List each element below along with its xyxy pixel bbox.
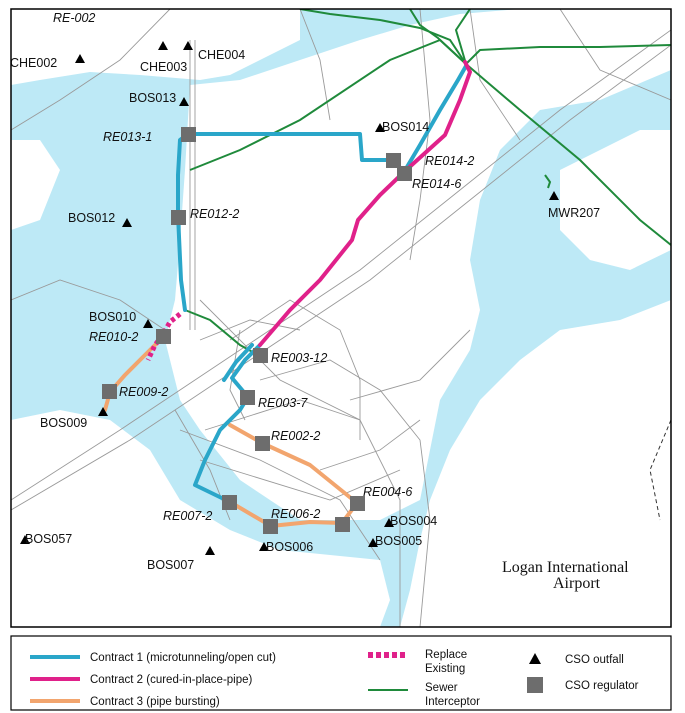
contract1-pipes xyxy=(176,64,468,504)
outfall-bos014[interactable] xyxy=(375,123,385,132)
label-bos013: BOS013 xyxy=(129,91,176,105)
outfall-bos012[interactable] xyxy=(122,218,132,227)
legend-sewer-label-2: Interceptor xyxy=(425,696,480,708)
regulator-re003-12[interactable] xyxy=(253,348,268,363)
legend-border xyxy=(10,635,672,711)
legend-contract3-label: Contract 3 (pipe bursting) xyxy=(90,696,220,708)
outfall-bos010[interactable] xyxy=(143,319,153,328)
outfall-che002[interactable] xyxy=(75,54,85,63)
label-re014-6: RE014-6 xyxy=(412,177,461,191)
label-che002: CHE002 xyxy=(10,56,57,70)
legend-contract2-label: Contract 2 (cured-in-place-pipe) xyxy=(90,674,253,686)
label-re009-2: RE009-2 xyxy=(119,385,168,399)
land-areas xyxy=(11,9,671,627)
airport-label-line2: Airport xyxy=(553,575,601,592)
label-bos004: BOS004 xyxy=(390,514,437,528)
cso-outfalls xyxy=(20,41,559,555)
label-bos009: BOS009 xyxy=(40,416,87,430)
regulator-re007-2[interactable] xyxy=(222,495,237,510)
label-bos005: BOS005 xyxy=(375,534,422,548)
label-mwr207: MWR207 xyxy=(548,206,600,220)
label-re006-2: RE006-2 xyxy=(271,507,320,521)
regulator-re012-2[interactable] xyxy=(171,210,186,225)
label-re012-2: RE012-2 xyxy=(190,207,239,221)
regulator-labels: RE-002 RE013-1 RE014-2 RE014-6 RE012-2 R… xyxy=(53,11,474,523)
regulator-re013-1[interactable] xyxy=(181,127,196,142)
label-bos006: BOS006 xyxy=(266,540,313,554)
regulator-re006-2b[interactable] xyxy=(335,517,350,532)
regulator-re004-6[interactable] xyxy=(350,496,365,511)
label-bos007: BOS007 xyxy=(147,558,194,572)
map-border xyxy=(10,8,672,628)
label-re-002: RE-002 xyxy=(53,11,95,25)
label-re013-1: RE013-1 xyxy=(103,130,152,144)
legend-replace-label-1: Replace xyxy=(425,649,467,661)
outfall-bos005[interactable] xyxy=(368,538,378,547)
label-bos012: BOS012 xyxy=(68,211,115,225)
label-re010-2: RE010-2 xyxy=(89,330,138,344)
outfall-bos004[interactable] xyxy=(384,518,394,527)
outfall-mwr207[interactable] xyxy=(549,191,559,200)
map-area: CHE002 CHE003 CHE004 BOS013 BOS014 BOS01… xyxy=(10,9,671,627)
legend-contract1-label: Contract 1 (microtunneling/open cut) xyxy=(90,652,276,664)
regulator-re014-2[interactable] xyxy=(386,153,401,168)
legend-regulator-icon xyxy=(527,677,543,693)
outfall-bos013[interactable] xyxy=(179,97,189,106)
label-re014-2: RE014-2 xyxy=(425,154,474,168)
legend-outfall-label: CSO outfall xyxy=(565,654,624,666)
regulator-re003-7[interactable] xyxy=(240,390,255,405)
regulator-re006-2[interactable] xyxy=(263,519,278,534)
label-re002-2: RE002-2 xyxy=(271,429,320,443)
regulator-re014-6[interactable] xyxy=(397,166,412,181)
outfall-bos009[interactable] xyxy=(98,407,108,416)
label-bos057: BOS057 xyxy=(25,532,72,546)
regulator-re009-2[interactable] xyxy=(102,384,117,399)
legend: Contract 1 (microtunneling/open cut) Con… xyxy=(10,635,672,711)
outfall-che003[interactable] xyxy=(158,41,168,50)
legend-sewer-label-1: Sewer xyxy=(425,682,458,694)
outfall-bos006[interactable] xyxy=(259,542,269,551)
label-re004-6: RE004-6 xyxy=(363,485,412,499)
legend-regulator-label: CSO regulator xyxy=(565,680,639,692)
legend-outfall-icon xyxy=(529,653,541,664)
outfall-che004[interactable] xyxy=(183,41,193,50)
cso-regulators xyxy=(102,127,412,534)
label-bos010: BOS010 xyxy=(89,310,136,324)
label-che003: CHE003 xyxy=(140,60,187,74)
outfall-bos007[interactable] xyxy=(205,546,215,555)
outfall-labels: CHE002 CHE003 CHE004 BOS013 BOS014 BOS01… xyxy=(10,48,600,572)
contract2-pipes xyxy=(258,60,472,347)
legend-replace-label-2: Existing xyxy=(425,663,465,675)
label-bos014: BOS014 xyxy=(382,120,429,134)
outfall-bos057[interactable] xyxy=(20,535,30,544)
regulator-re002-2[interactable] xyxy=(255,436,270,451)
airport-label-line1: Logan International xyxy=(502,559,629,576)
regulator-re010-2[interactable] xyxy=(156,329,171,344)
label-re007-2: RE007-2 xyxy=(163,509,212,523)
label-re003-12: RE003-12 xyxy=(271,351,327,365)
label-che004: CHE004 xyxy=(198,48,245,62)
label-re003-7: RE003-7 xyxy=(258,396,308,410)
